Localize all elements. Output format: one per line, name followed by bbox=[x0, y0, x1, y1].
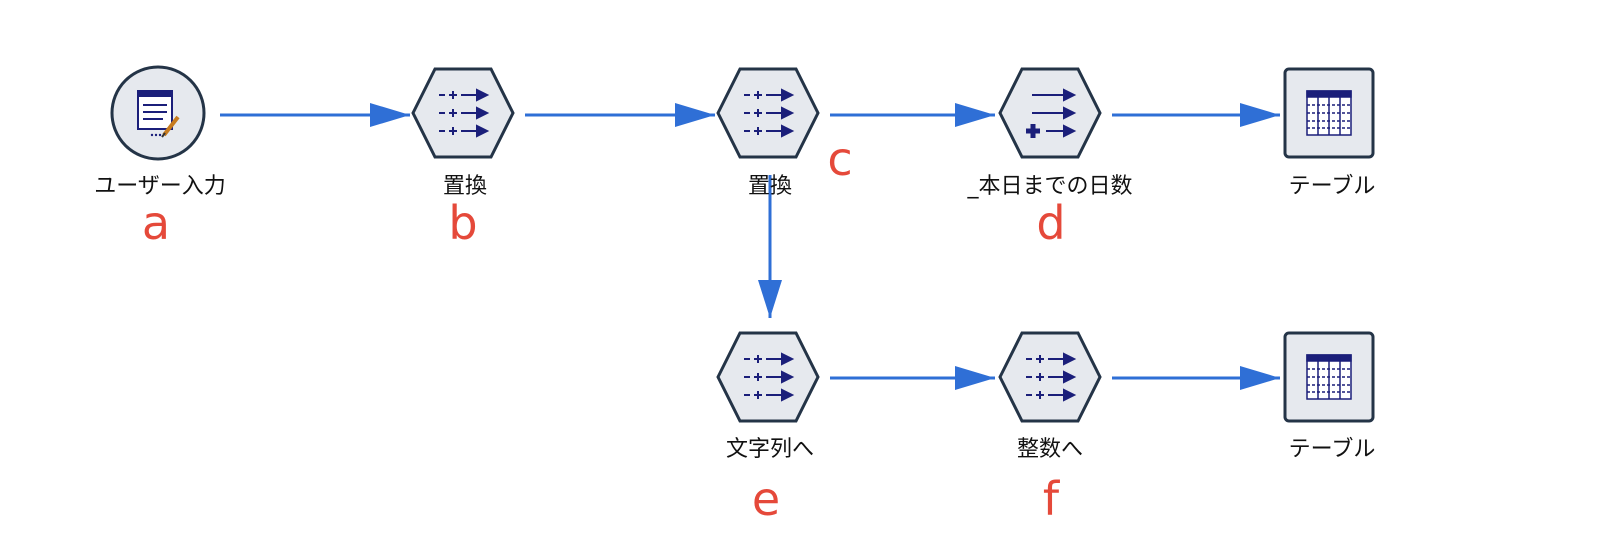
node-label-days-until-today: _本日までの日数 bbox=[967, 174, 1133, 199]
node-user-input[interactable] bbox=[110, 65, 206, 161]
node-days-until-today[interactable] bbox=[998, 67, 1102, 159]
arrowhead bbox=[1240, 366, 1280, 390]
table-icon bbox=[1306, 354, 1352, 400]
arrowhead bbox=[1240, 103, 1280, 127]
marker-b: b bbox=[448, 196, 478, 250]
node-replace-2[interactable] bbox=[716, 67, 820, 159]
arrowhead bbox=[758, 280, 782, 318]
marker-d: d bbox=[1036, 196, 1066, 250]
replace-icon bbox=[439, 88, 490, 138]
arrowhead bbox=[370, 103, 410, 127]
arrowhead bbox=[955, 366, 995, 390]
arrowhead bbox=[955, 103, 995, 127]
replace-icon bbox=[1026, 352, 1077, 402]
replace-icon bbox=[744, 352, 795, 402]
node-label-replace-1: 置換 bbox=[442, 174, 487, 199]
node-label-to-integer: 整数へ bbox=[1016, 437, 1083, 462]
node-label-to-string: 文字列へ bbox=[725, 437, 814, 462]
node-table-1[interactable] bbox=[1283, 67, 1375, 159]
replace-icon bbox=[744, 88, 795, 138]
node-label-table-1: テーブル bbox=[1288, 174, 1376, 199]
user-input-icon bbox=[137, 90, 180, 138]
marker-c: c bbox=[827, 132, 853, 186]
marker-f: f bbox=[1042, 472, 1060, 526]
arrowhead bbox=[675, 103, 715, 127]
marker-a: a bbox=[141, 196, 171, 250]
node-label-table-2: テーブル bbox=[1288, 437, 1376, 462]
node-to-string[interactable] bbox=[716, 331, 820, 423]
table-icon bbox=[1306, 90, 1352, 136]
node-label-replace-2: 置換 bbox=[747, 174, 792, 199]
node-to-integer[interactable] bbox=[998, 331, 1102, 423]
derive-icon bbox=[1026, 88, 1077, 138]
edges bbox=[220, 103, 1280, 390]
marker-e: e bbox=[751, 472, 781, 526]
node-label-user-input: ユーザー入力 bbox=[94, 174, 226, 199]
node-table-2[interactable] bbox=[1283, 331, 1375, 423]
node-replace-1[interactable] bbox=[411, 67, 515, 159]
